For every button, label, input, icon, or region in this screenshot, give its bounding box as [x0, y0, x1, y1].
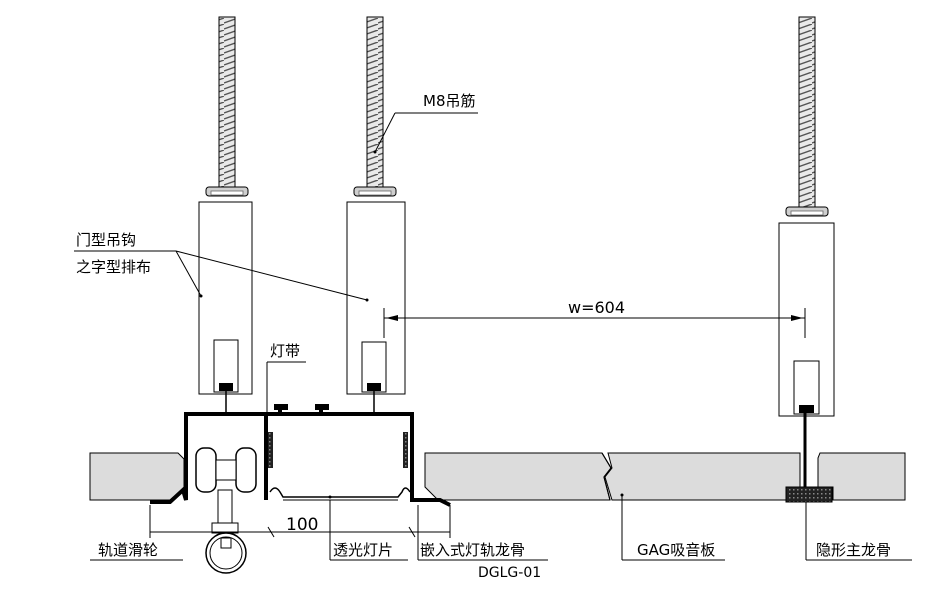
label-drawing-code: DGLG-01 — [478, 565, 541, 581]
threaded-rod-middle — [353, 16, 397, 197]
leader-lines — [74, 112, 912, 561]
hanger-left — [198, 201, 253, 412]
label-dimension-100: 100 — [286, 515, 318, 535]
label-translucent-panel: 透光灯片 — [333, 541, 393, 559]
hanger-right — [778, 222, 835, 487]
label-width-dimension: w=604 — [568, 298, 625, 317]
label-hidden-keel: 隐形主龙骨 — [816, 541, 891, 559]
track-pulley — [195, 447, 257, 574]
label-light-strip: 灯带 — [270, 342, 300, 360]
hidden-main-keel — [785, 486, 833, 503]
label-gag-board: GAG吸音板 — [637, 541, 715, 559]
label-m8-rod: M8吊筋 — [423, 92, 476, 110]
label-hanger-type: 门型吊钩 — [76, 231, 136, 249]
threaded-rod-left — [205, 16, 249, 197]
threaded-rod-right — [785, 16, 829, 217]
gag-acoustic-board — [89, 452, 906, 501]
hanger-middle — [346, 201, 406, 412]
dimension-width — [383, 308, 806, 338]
dimension-100 — [149, 505, 451, 538]
label-hanger-layout: 之字型排布 — [76, 258, 151, 276]
embedded-light-rail-keel — [150, 404, 451, 507]
label-track-pulley: 轨道滑轮 — [98, 541, 158, 559]
label-embedded-keel: 嵌入式灯轨龙骨 — [420, 541, 525, 559]
